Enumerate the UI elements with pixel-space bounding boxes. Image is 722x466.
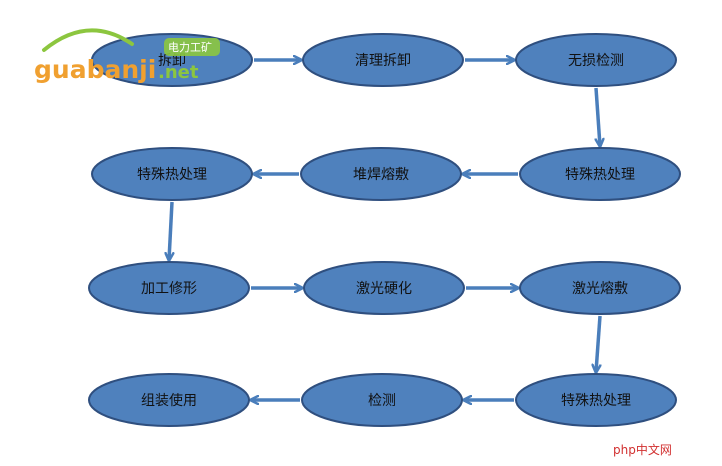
node-label: 特殊热处理 <box>561 393 631 409</box>
node-label: 检测 <box>368 393 396 409</box>
node-label: 激光熔敷 <box>572 280 628 297</box>
node-label: 加工修形 <box>141 281 197 297</box>
node-ellipse <box>515 33 677 87</box>
node-ellipse <box>515 373 677 427</box>
flow-node-n2: 清理拆卸 <box>302 33 464 87</box>
flow-node-n9: 激光熔敷 <box>519 261 681 315</box>
node-ellipse <box>519 261 681 315</box>
nodes-layer: 拆卸清理拆卸无损检测特殊热处理堆焊熔敷特殊热处理加工修形激光硬化激光熔敷特殊热处… <box>88 33 681 427</box>
watermark-main-text: guabanji <box>34 55 156 84</box>
corner-logo-text: php中文网 <box>613 442 672 457</box>
flow-arrow <box>594 87 600 146</box>
edges-layer <box>169 60 600 400</box>
flow-node-n3: 无损检测 <box>515 33 677 87</box>
node-label: 清理拆卸 <box>355 53 411 69</box>
flow-node-n10: 特殊热处理 <box>515 373 677 427</box>
watermark-badge-text: 电力工矿 <box>168 41 212 54</box>
flow-node-n12: 组装使用 <box>88 373 250 427</box>
flow-node-n5: 堆焊熔敷 <box>300 147 462 201</box>
node-label: 无损检测 <box>568 53 624 69</box>
watermark-logo: 电力工矿 guabanji .net <box>34 28 220 84</box>
flow-node-n8: 激光硬化 <box>303 261 465 315</box>
watermark-badge <box>164 38 220 56</box>
node-label: 拆卸 <box>158 53 186 69</box>
node-ellipse <box>519 147 681 201</box>
node-label: 激光硬化 <box>356 280 412 297</box>
node-ellipse <box>302 33 464 87</box>
node-ellipse <box>91 147 253 201</box>
node-ellipse <box>300 147 462 201</box>
node-ellipse <box>301 373 463 427</box>
node-ellipse <box>88 373 250 427</box>
flow-node-n4: 特殊热处理 <box>519 147 681 201</box>
flow-arrow <box>169 201 172 260</box>
node-label: 特殊热处理 <box>565 167 635 183</box>
flow-arrow <box>596 315 602 372</box>
flow-node-n6: 特殊热处理 <box>91 147 253 201</box>
watermark-arc <box>42 28 134 52</box>
node-ellipse <box>88 261 250 315</box>
flow-node-n11: 检测 <box>301 373 463 427</box>
node-label: 特殊热处理 <box>137 167 207 183</box>
node-label: 堆焊熔敷 <box>353 167 409 183</box>
watermark-suffix-text: .net <box>158 62 199 83</box>
node-label: 组装使用 <box>141 392 197 409</box>
flow-node-n7: 加工修形 <box>88 261 250 315</box>
node-ellipse <box>303 261 465 315</box>
